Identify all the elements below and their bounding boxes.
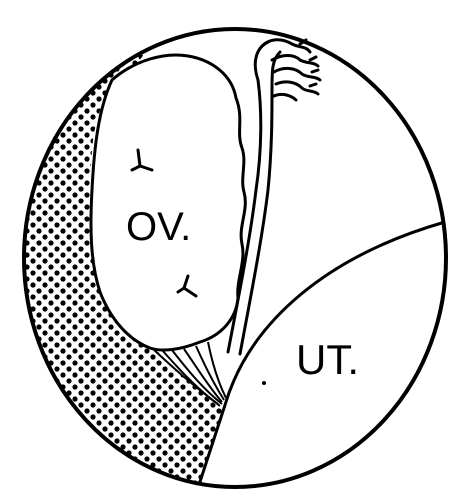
ovary-label: OV. — [126, 205, 191, 249]
uterus-label: UT. — [296, 336, 359, 383]
stray-mark — [262, 381, 266, 385]
ovary-outline — [91, 55, 245, 350]
